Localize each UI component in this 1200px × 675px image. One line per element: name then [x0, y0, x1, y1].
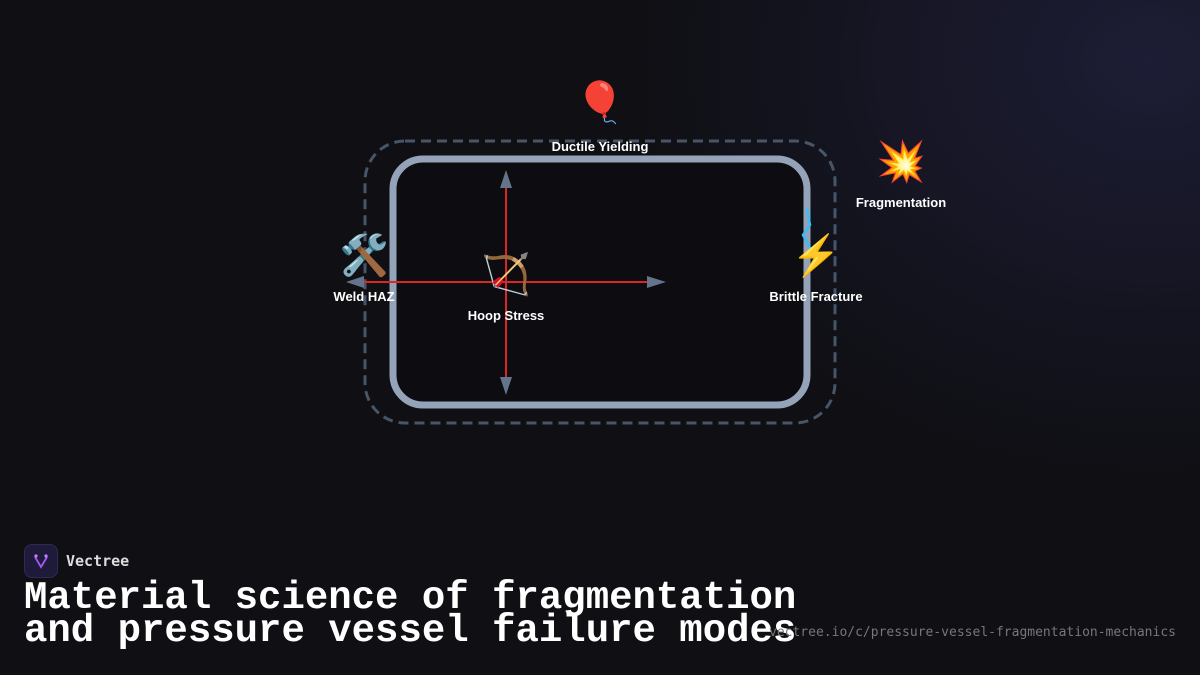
arrowhead-right	[647, 276, 666, 288]
bow-arrow-icon: 🏹	[481, 253, 531, 297]
arrowhead-up	[500, 170, 512, 188]
hammer-wrench-icon: 🛠️	[339, 234, 389, 278]
balloon-icon: 🎈	[575, 81, 625, 125]
page-title: Material science of fragmentation and pr…	[24, 576, 797, 653]
label-weld-haz: Weld HAZ	[333, 289, 395, 304]
label-hoop-stress: Hoop Stress	[467, 308, 545, 323]
brand: Vectree	[24, 544, 129, 578]
title-line-2: and pressure vessel failure modes	[24, 609, 797, 653]
arrowhead-left	[346, 276, 364, 288]
lightning-icon: ⚡	[791, 234, 841, 278]
arrowhead-down	[500, 377, 512, 395]
collision-icon: 💥	[876, 140, 926, 184]
label-fragmentation: Fragmentation	[855, 195, 947, 210]
brand-name: Vectree	[66, 552, 130, 570]
label-ductile-yielding: Ductile Yielding	[551, 139, 649, 154]
vectree-logo-icon	[24, 544, 58, 578]
label-brittle-fracture: Brittle Fracture	[769, 289, 863, 304]
title-line-1: Material science of fragmentation	[24, 576, 797, 620]
crack-line	[801, 207, 814, 253]
source-url: vectree.io/c/pressure-vessel-fragmentati…	[769, 625, 1176, 640]
